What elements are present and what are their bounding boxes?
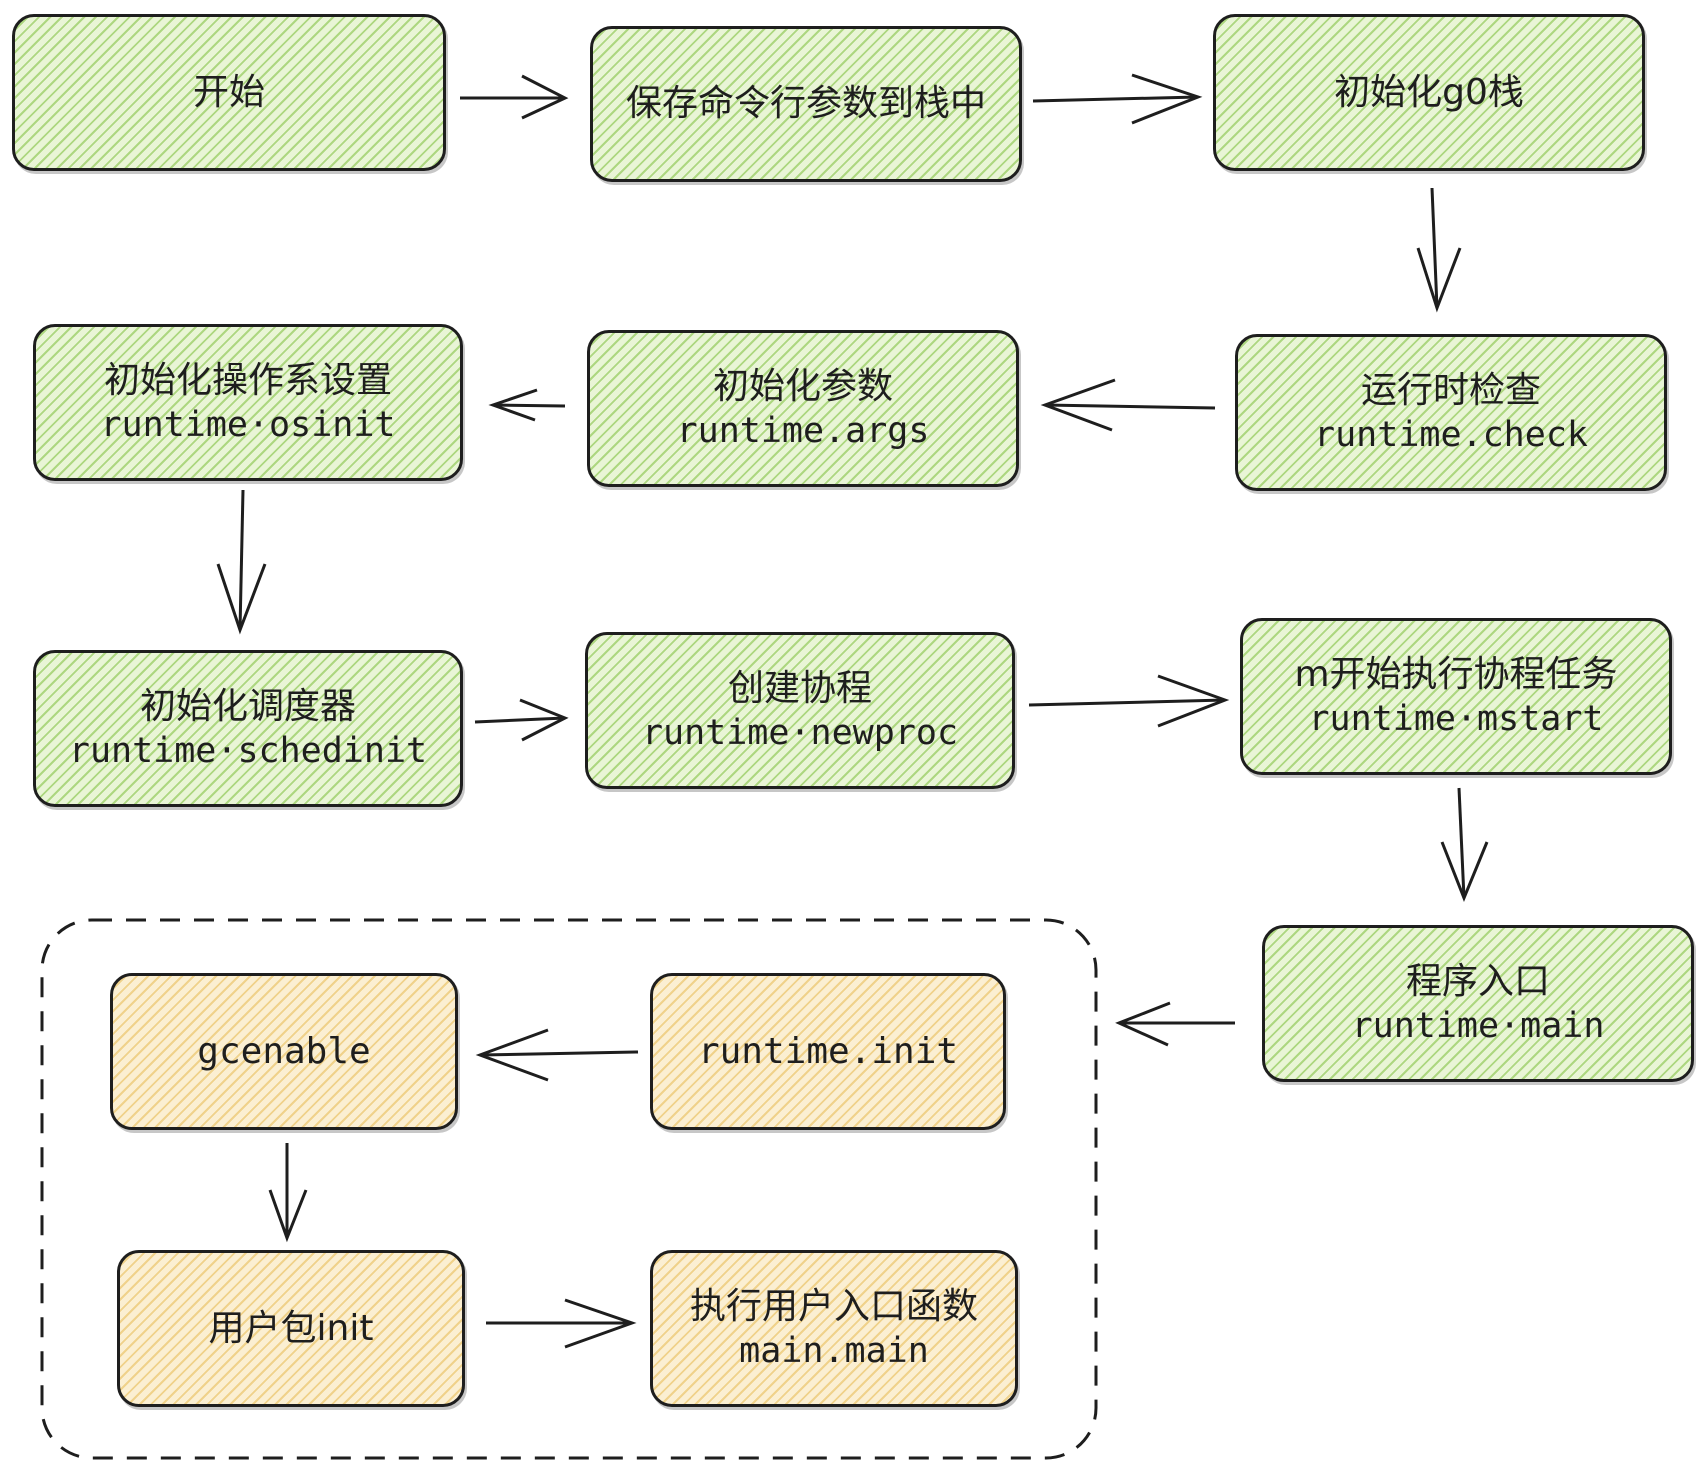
node-save-args[interactable]: 保存命令行参数到栈中 (590, 26, 1022, 182)
node-schedinit-title: 初始化调度器 (139, 685, 356, 727)
node-user-init-label: 用户包init (208, 1307, 374, 1349)
arrow-schedinit-to-newproc (474, 698, 569, 742)
node-start-label: 开始 (192, 71, 265, 113)
node-newproc[interactable]: 创建协程 runtime·newproc (585, 632, 1015, 789)
node-mstart-code: runtime·mstart (1308, 698, 1604, 739)
node-osinit-title: 初始化操作系设置 (103, 359, 392, 401)
arrow-mstart-to-runtime-main (1440, 787, 1489, 903)
node-runtime-main[interactable]: 程序入口 runtime·main (1262, 925, 1694, 1082)
node-runtime-check-code: runtime.check (1314, 414, 1588, 455)
arrow-user-init-to-main-main (486, 1298, 637, 1349)
node-runtime-args-code: runtime.args (676, 410, 930, 451)
node-runtime-check-title: 运行时检查 (1360, 369, 1541, 411)
arrow-runtime-init-to-gcenable (475, 1028, 639, 1082)
node-save-args-label: 保存命令行参数到栈中 (625, 83, 986, 124)
node-runtime-check[interactable]: 运行时检查 runtime.check (1235, 334, 1667, 491)
node-schedinit-code: runtime·schedinit (68, 730, 428, 771)
arrow-newproc-to-mstart (1028, 674, 1230, 728)
node-newproc-code: runtime·newproc (641, 712, 959, 753)
node-main-main[interactable]: 执行用户入口函数 main.main (650, 1250, 1018, 1407)
node-init-g0-label: 初始化g0栈 (1334, 71, 1524, 113)
node-start[interactable]: 开始 (12, 14, 446, 171)
node-gcenable-label: gcenable (197, 1030, 371, 1072)
node-osinit-code: runtime·osinit (100, 404, 396, 445)
node-newproc-title: 创建协程 (727, 667, 872, 709)
node-runtime-main-code: runtime·main (1351, 1005, 1605, 1046)
node-runtime-args[interactable]: 初始化参数 runtime.args (587, 330, 1019, 487)
arrow-start-to-save-args (460, 74, 569, 120)
arrow-gcenable-to-user-init (268, 1143, 308, 1243)
node-schedinit[interactable]: 初始化调度器 runtime·schedinit (33, 650, 463, 807)
node-runtime-args-title: 初始化参数 (712, 365, 893, 407)
arrow-init-g0-to-runtime-check (1416, 187, 1462, 313)
node-main-main-code: main.main (739, 1330, 929, 1371)
node-mstart[interactable]: m开始执行协程任务 runtime·mstart (1240, 618, 1672, 775)
arrow-runtime-main-to-init-group (1115, 1001, 1235, 1047)
node-mstart-title: m开始执行协程任务 (1294, 653, 1618, 695)
node-runtime-init[interactable]: runtime.init (650, 973, 1006, 1130)
init-group-frame (40, 918, 1098, 1460)
arrow-osinit-to-schedinit (216, 489, 267, 635)
node-runtime-init-label: runtime.init (697, 1030, 959, 1072)
arrow-runtime-args-to-osinit (488, 388, 566, 422)
node-osinit[interactable]: 初始化操作系设置 runtime·osinit (33, 324, 463, 481)
node-gcenable[interactable]: gcenable (110, 973, 458, 1130)
node-user-init[interactable]: 用户包init (117, 1250, 465, 1407)
arrow-runtime-check-to-runtime-args (1040, 378, 1216, 432)
node-main-main-title: 执行用户入口函数 (689, 1285, 978, 1327)
arrow-save-args-to-init-g0 (1032, 73, 1203, 125)
node-init-g0[interactable]: 初始化g0栈 (1213, 14, 1645, 171)
node-runtime-main-title: 程序入口 (1405, 960, 1550, 1002)
